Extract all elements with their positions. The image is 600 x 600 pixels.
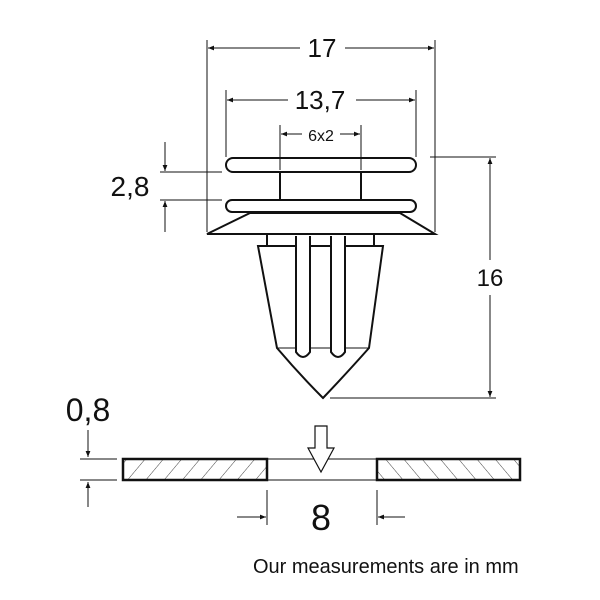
label-16: 16 bbox=[477, 265, 504, 292]
dimension-overall-width: 17 bbox=[206, 33, 436, 232]
dimension-panel-thickness: 0,8 bbox=[66, 392, 117, 507]
dimension-hole: 8 bbox=[237, 490, 405, 538]
label-6x2: 6x2 bbox=[308, 128, 334, 145]
clip-part bbox=[206, 157, 439, 400]
label-13-7: 13,7 bbox=[295, 85, 346, 115]
panel-section bbox=[121, 425, 522, 482]
label-17: 17 bbox=[308, 33, 337, 63]
dimension-length: 16 bbox=[330, 156, 504, 399]
dimension-neck: 6x2 bbox=[279, 125, 362, 170]
insert-arrow-icon bbox=[306, 425, 336, 474]
label-2-8: 2,8 bbox=[111, 171, 150, 202]
dimension-flange-width: 13,7 bbox=[225, 85, 417, 157]
label-0-8: 0,8 bbox=[66, 392, 110, 428]
label-8: 8 bbox=[311, 497, 331, 538]
units-note: Our measurements are in mm bbox=[253, 556, 519, 578]
dimension-flange-gap: 2,8 bbox=[111, 142, 222, 232]
